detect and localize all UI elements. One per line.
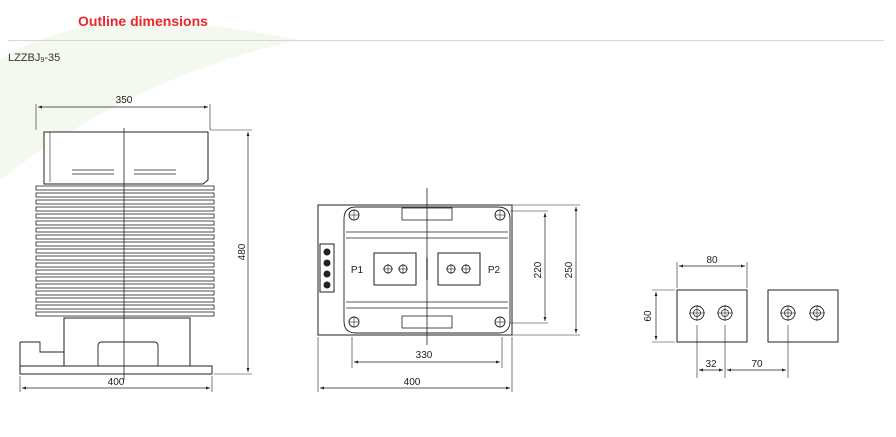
insulator-rib [35,241,215,247]
insulator-rib [35,213,215,219]
detail-dim-pitch: 32 [705,359,717,370]
top-view [317,188,580,392]
detail-bolt-2 [717,305,733,321]
insulator-rib [35,199,215,205]
insulator-rib [35,220,215,226]
insulator-rib [35,234,215,240]
detail-dim-height: 60 [643,310,654,322]
detail-bolt-1 [689,305,705,321]
terminal-bolt-p2a [446,264,456,274]
detail-dim-width: 80 [706,255,718,266]
insulator-rib [35,290,215,296]
model-subscript: 9 [40,57,45,64]
mounting-hole-bl [348,316,360,328]
model-suffix: -35 [44,52,61,64]
insulator-rib [35,192,215,198]
terminal-detail-view [652,262,839,378]
insulator-rib [35,283,215,289]
insulator-rib [35,255,215,261]
detail-bolt-4 [809,305,825,321]
terminal-bolt-p1b [398,264,408,274]
top-view-bolts [323,209,506,328]
terminal-bolt-p1a [383,264,393,274]
model-main: LZZBJ [8,52,41,64]
insulator-rib [35,297,215,303]
insulator-ribs [35,185,215,317]
background-leaf-graphic [0,22,300,180]
terminal-detail-bolts [689,305,825,321]
terminal-label-p2: P2 [488,265,501,276]
page-title: Outline dimensions [78,13,208,29]
insulator-rib [35,185,215,191]
terminal-bolt-p2b [461,264,471,274]
mounting-hole-br [494,316,506,328]
top-dim-outer-width: 400 [404,377,421,388]
detail-dim-gap: 70 [751,359,763,370]
secondary-terminal-strip [323,248,331,289]
model-number: LZZBJ9-35 [8,52,60,64]
top-dim-inner-width: 330 [416,350,433,361]
front-dim-top: 350 [116,95,133,106]
insulator-rib [35,206,215,212]
insulator-rib [35,304,215,310]
mounting-hole-tl [348,209,360,221]
front-dim-bottom: 400 [108,377,125,388]
insulator-rib [35,276,215,282]
insulator-rib [35,269,215,275]
detail-bolt-3 [780,305,796,321]
insulator-rib [35,227,215,233]
front-dim-height: 480 [237,243,248,260]
insulator-rib [35,248,215,254]
title-divider [8,40,884,41]
terminal-label-p1: P1 [351,265,364,276]
top-dim-inner-height: 220 [533,261,544,278]
mounting-hole-tr [494,209,506,221]
top-dim-outer-height: 250 [564,261,575,278]
front-view [19,104,252,392]
insulator-rib [35,262,215,268]
insulator-rib [35,311,215,317]
